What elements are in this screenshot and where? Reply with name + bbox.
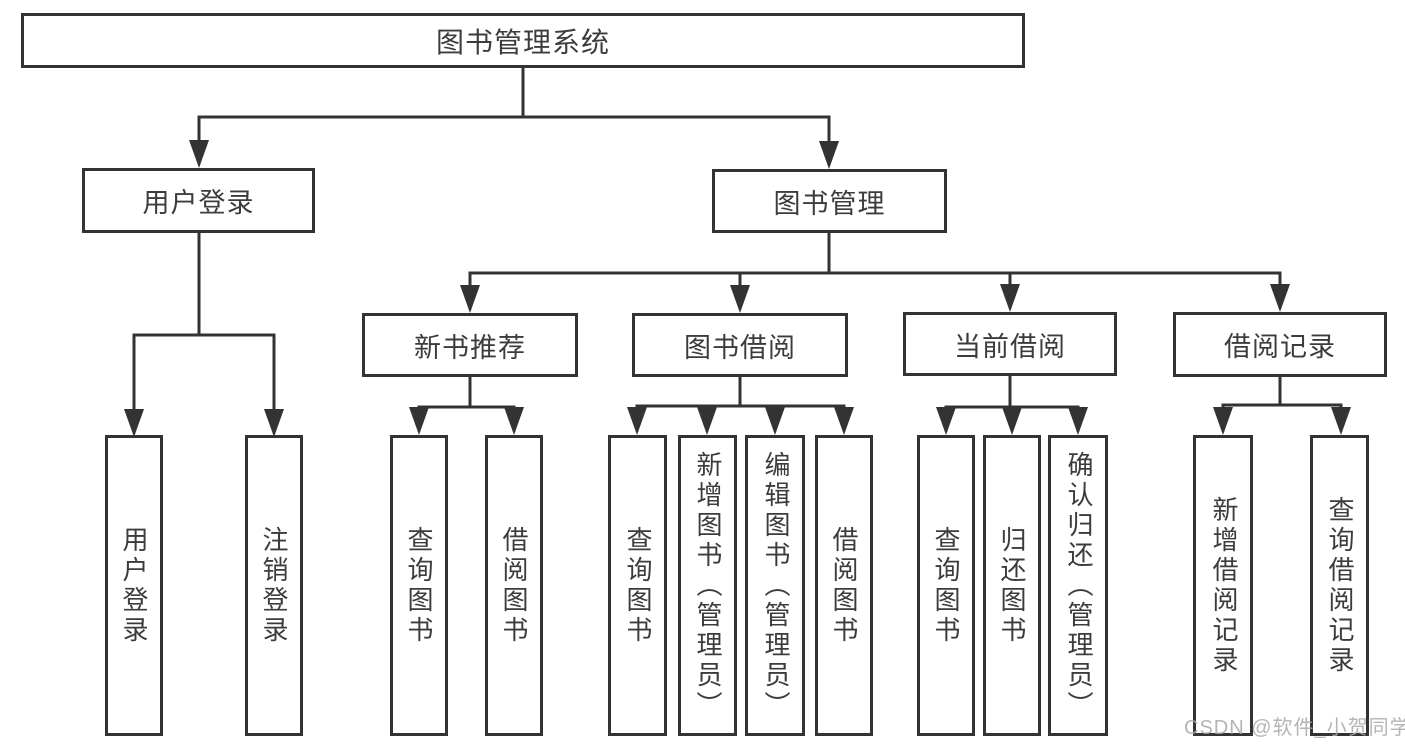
leaf-bb-edit-book-admin: 编辑图书（管理员） xyxy=(745,435,805,736)
watermark: CSDN @软件_小贺同学 xyxy=(1184,717,1405,739)
leaf-bb-borrow-books: 借阅图书 xyxy=(815,435,873,736)
arrowhead-icon xyxy=(819,141,839,169)
arrowhead-icon xyxy=(124,409,144,437)
arrowhead-icon xyxy=(936,407,956,435)
arrowhead-icon xyxy=(409,407,429,435)
arrowhead-icon xyxy=(730,285,750,313)
tree-edges xyxy=(132,65,1343,434)
arrowhead-icon xyxy=(697,407,717,435)
leaf-br-add-record: 新增借阅记录 xyxy=(1193,435,1253,736)
arrowhead-icon xyxy=(460,285,480,313)
arrowhead-icon xyxy=(189,140,209,168)
leaf-user-login: 用户登录 xyxy=(105,435,163,736)
arrowhead-icon xyxy=(627,407,647,435)
leaf-nb-borrow-books: 借阅图书 xyxy=(485,435,543,736)
leaf-cb-return-books: 归还图书 xyxy=(983,435,1041,736)
arrowhead-icon xyxy=(1331,407,1351,435)
node-borrow-records: 借阅记录 xyxy=(1173,312,1387,377)
node-user-login: 用户登录 xyxy=(82,168,315,233)
node-book-management: 图书管理 xyxy=(712,169,947,233)
arrowheads xyxy=(124,140,1351,437)
leaf-br-query-record: 查询借阅记录 xyxy=(1310,435,1369,736)
arrowhead-icon xyxy=(1000,284,1020,312)
leaf-nb-query-books: 查询图书 xyxy=(390,435,448,736)
leaf-bb-add-book-admin: 新增图书（管理员） xyxy=(678,435,737,736)
arrowhead-icon xyxy=(765,407,785,435)
arrowhead-icon xyxy=(1068,407,1088,435)
leaf-logout: 注销登录 xyxy=(245,435,303,736)
node-current-borrow: 当前借阅 xyxy=(903,312,1117,376)
arrowhead-icon xyxy=(1270,284,1290,312)
arrowhead-icon xyxy=(264,409,284,437)
leaf-cb-query-books: 查询图书 xyxy=(917,435,975,736)
arrowhead-icon xyxy=(504,407,524,435)
node-new-book-recommend: 新书推荐 xyxy=(362,313,578,377)
leaf-cb-confirm-return-admin: 确认归还（管理员） xyxy=(1048,435,1108,736)
node-book-borrow: 图书借阅 xyxy=(632,313,848,377)
node-book-management-system: 图书管理系统 xyxy=(21,13,1025,68)
arrowhead-icon xyxy=(1213,407,1233,435)
arrowhead-icon xyxy=(1002,407,1022,435)
leaf-bb-query-books: 查询图书 xyxy=(608,435,667,736)
arrowhead-icon xyxy=(834,407,854,435)
